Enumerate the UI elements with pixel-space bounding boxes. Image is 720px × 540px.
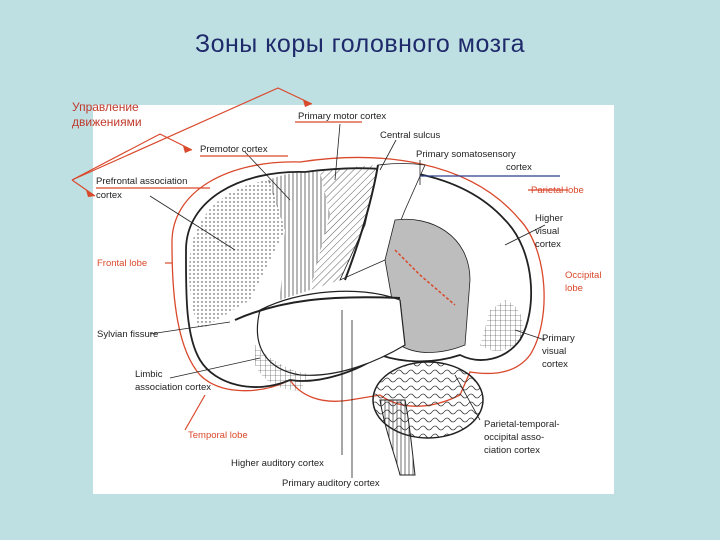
label-prefrontal-1: Prefrontal association (96, 176, 187, 187)
primary-motor-area (310, 165, 378, 290)
label-somatosensory-2: cortex (506, 162, 532, 173)
label-somatosensory-1: Primary somatosensory (416, 149, 516, 160)
label-higher-auditory: Higher auditory cortex (231, 458, 324, 469)
label-pto-1: Parietal-temporal- (484, 419, 560, 430)
visual-area (480, 300, 524, 351)
temporal-lobe-area (256, 290, 406, 376)
pto-association-area (384, 218, 471, 353)
prefrontal-area (189, 180, 285, 330)
label-limbic-1: Limbic (135, 369, 163, 380)
arrow-heads (86, 100, 312, 197)
label-sylvian: Sylvian fissure (97, 329, 158, 340)
premotor-area (268, 171, 330, 300)
red-connectors (71, 87, 568, 431)
label-higher-visual-1: Higher (535, 213, 563, 224)
somatosensory-area (339, 163, 426, 281)
movement-control-note: Управление движениями (72, 100, 142, 130)
note-line-1: Управление (72, 100, 139, 114)
label-primary-motor: Primary motor cortex (298, 111, 386, 122)
label-premotor: Premotor cortex (200, 144, 268, 155)
sylvian-fissure-line (234, 296, 401, 321)
note-line-2: движениями (72, 115, 142, 129)
label-primary-visual-3: cortex (542, 359, 568, 370)
label-limbic-2: association cortex (135, 382, 211, 393)
label-occipital-2: lobe (565, 283, 583, 294)
pointer-lines (149, 123, 546, 478)
label-central-sulcus: Central sulcus (380, 130, 440, 141)
label-primary-visual-1: Primary (542, 333, 575, 344)
label-primary-auditory: Primary auditory cortex (282, 478, 380, 489)
label-parietal-lobe: Parietal lobe (531, 185, 584, 196)
label-higher-visual-2: visual (535, 226, 559, 237)
central-sulcus-line (344, 164, 379, 281)
slide-title: Зоны коры головного мозга (194, 30, 526, 58)
label-frontal-lobe: Frontal lobe (97, 258, 147, 269)
label-temporal-lobe: Temporal lobe (188, 430, 248, 441)
label-pto-3: ciation cortex (484, 445, 540, 456)
brainstem (379, 399, 416, 476)
label-prefrontal-2: cortex (96, 190, 122, 201)
lobe-outline (171, 156, 545, 407)
label-higher-visual-3: cortex (535, 239, 561, 250)
red-boundary-line (394, 249, 456, 306)
label-occipital-1: Occipital (565, 270, 601, 281)
label-primary-visual-2: visual (542, 346, 566, 357)
limbic-area (255, 345, 310, 391)
label-pto-2: occipital asso- (484, 432, 544, 443)
